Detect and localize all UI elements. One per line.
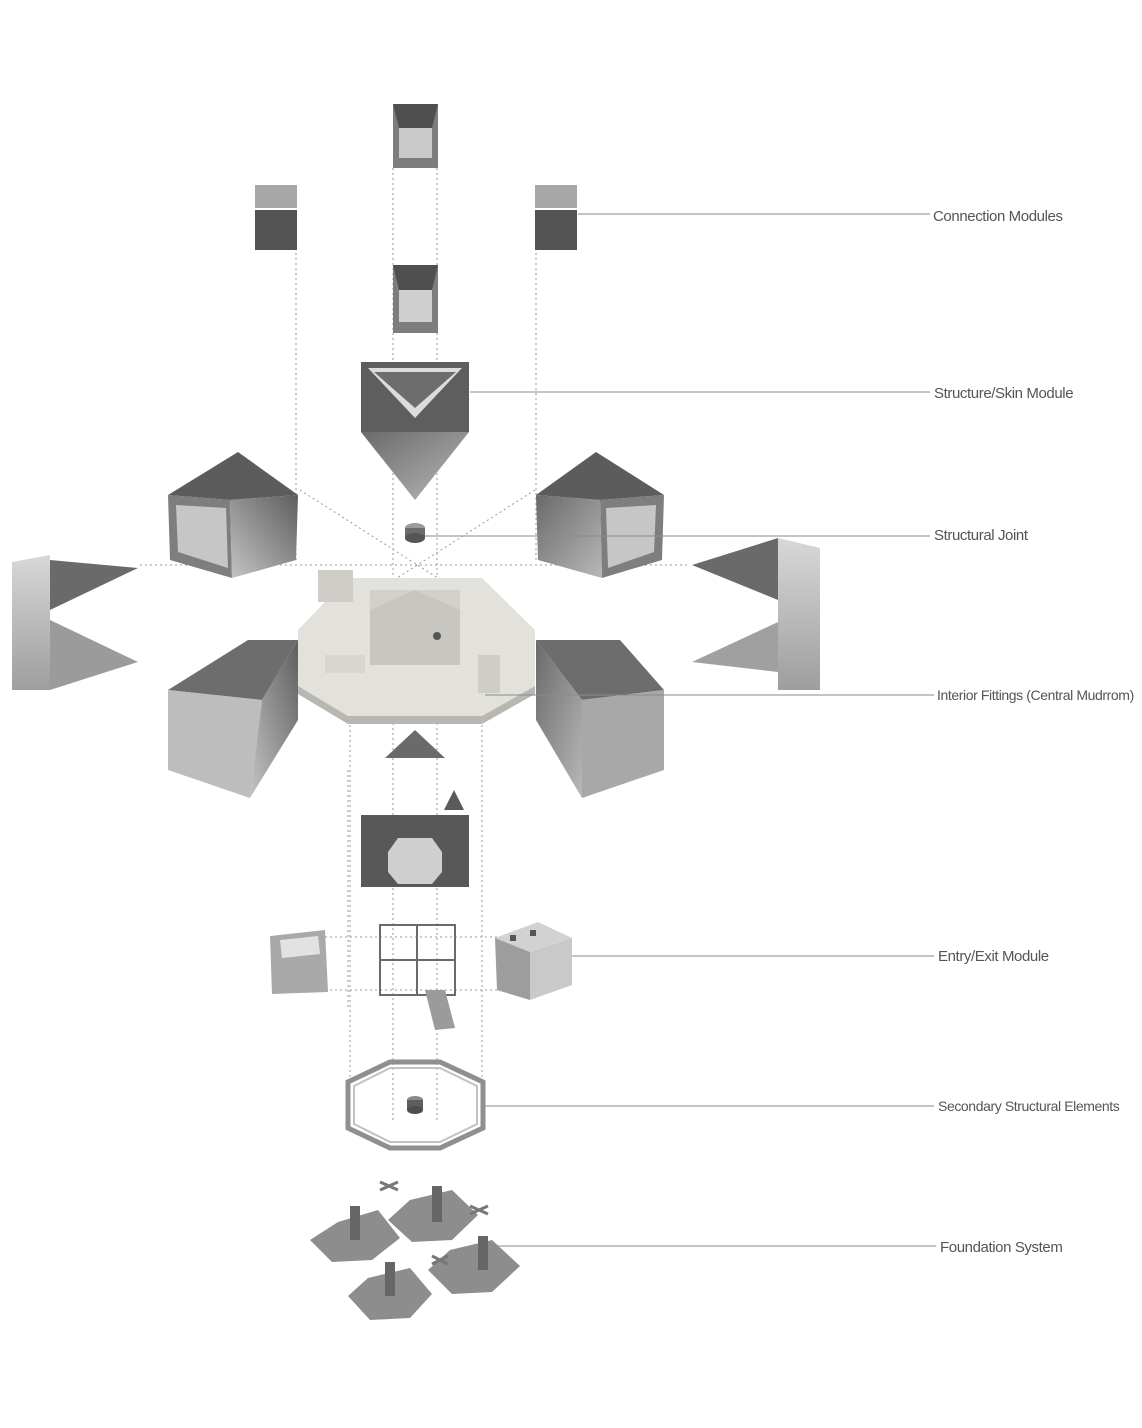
skin-module-lower-right <box>536 640 664 798</box>
component-labels: Connection Modules Structure/Skin Module… <box>933 208 1134 1256</box>
skin-module-upper-left <box>168 452 298 578</box>
label-foundation-system: Foundation System <box>940 1239 1062 1256</box>
label-entry-exit-module: Entry/Exit Module <box>938 948 1049 965</box>
connection-module-middle <box>393 265 438 333</box>
structural-joint <box>405 523 425 543</box>
skin-module-upper-right <box>536 452 664 578</box>
connection-module-left <box>255 185 297 250</box>
entry-module-wall <box>361 815 469 887</box>
label-structure-skin-module: Structure/Skin Module <box>934 385 1073 402</box>
label-connection-modules: Connection Modules <box>933 208 1063 225</box>
connection-module-right <box>535 185 577 250</box>
label-secondary-structural-elements: Secondary Structural Elements <box>938 1098 1120 1114</box>
entry-module-side-right <box>495 922 572 1000</box>
skin-module-left <box>12 555 138 690</box>
skin-module-right <box>692 538 820 690</box>
secondary-structural-ring <box>345 1059 486 1151</box>
leader-lines <box>425 213 936 1247</box>
interior-fittings-central-floor <box>298 570 535 724</box>
entry-module-side-left <box>270 930 328 994</box>
label-structural-joint: Structural Joint <box>934 527 1029 544</box>
entry-module-frame <box>379 924 456 1030</box>
structure-skin-module-top <box>361 362 469 500</box>
connection-module-top <box>393 104 438 168</box>
foundation-system <box>310 1180 520 1320</box>
skin-module-lower-left <box>168 640 298 798</box>
entry-module-roof <box>385 730 464 810</box>
label-interior-fittings: Interior Fittings (Central Mudrrom) <box>937 687 1134 703</box>
